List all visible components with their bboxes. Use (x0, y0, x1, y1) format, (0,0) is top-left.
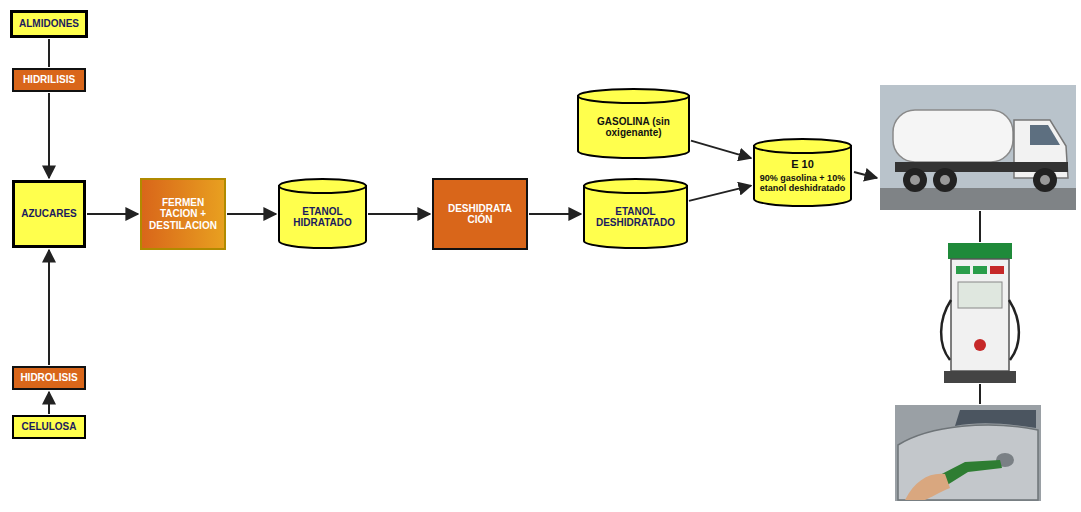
process-box: FERMEN TACION + DESTILACION (140, 178, 226, 250)
flow-line (854, 172, 877, 178)
hand (905, 474, 950, 500)
node-label: ETANOL HIDRATADO (282, 206, 363, 229)
flow-arrow (691, 141, 751, 158)
node-content: GASOLINA (sin oxigenante) (581, 116, 686, 139)
node-label: DESHIDRATA CIÓN (436, 203, 524, 226)
node-content: FERMEN TACION + DESTILACION (144, 197, 222, 232)
storage-tank: GASOLINA (sin oxigenante) (577, 88, 690, 160)
flow-arrow (689, 186, 751, 201)
node-label: FERMEN TACION + DESTILACION (144, 197, 222, 232)
flow-arrow (529, 213, 581, 215)
tank-top (584, 179, 687, 193)
node-content: E 10 90% gasolina + 10% etanol deshidrata… (757, 158, 848, 193)
flow-arrow (368, 213, 430, 215)
pump-display (956, 266, 970, 274)
process-box: HIDRILISIS (12, 68, 86, 92)
wheel-hub (1040, 175, 1050, 185)
pump-base (944, 371, 1016, 383)
node-content: HIDRILISIS (16, 74, 82, 86)
process-box: DESHIDRATA CIÓN (432, 178, 528, 250)
material-box: ALMIDONES (10, 10, 88, 38)
tank (893, 110, 1013, 162)
flow-arrow (48, 250, 50, 365)
flow-arrow (48, 39, 50, 67)
node-label: ETANOL DESHIDRATADO (587, 206, 684, 229)
tank-top (754, 139, 851, 153)
pump-panel (958, 282, 1002, 308)
storage-tank: ETANOL HIDRATADO (278, 178, 367, 250)
wheel-hub (940, 175, 950, 185)
wheel (903, 168, 927, 192)
car-window (955, 410, 1036, 428)
fuel-pump (941, 243, 1019, 383)
node-label: HIDROLISIS (16, 372, 82, 384)
material-box: CELULOSA (12, 415, 86, 439)
node-label: GASOLINA (sin oxigenante) (581, 116, 686, 139)
node-content: ETANOL HIDRATADO (282, 206, 363, 229)
material-box: AZUCARES (12, 180, 86, 248)
node-content: HIDROLISIS (16, 372, 82, 384)
node-label: E 10 (757, 158, 848, 171)
tank-body (279, 186, 366, 248)
storage-tank: E 10 90% gasolina + 10% etanol deshidrata… (753, 138, 852, 208)
tank-body (578, 96, 689, 158)
car-body (898, 425, 1038, 500)
pump-logo (974, 339, 986, 351)
node-content: CELULOSA (16, 421, 82, 433)
node-content: ETANOL DESHIDRATADO (587, 206, 684, 229)
node-label: AZUCARES (17, 208, 81, 220)
flow-arrow (48, 93, 50, 178)
truck-window (1030, 125, 1060, 145)
node-body: 90% gasolina + 10% etanol deshidratado (757, 173, 848, 194)
flow-arrow (87, 213, 138, 215)
tanker-truck (880, 85, 1076, 210)
process-box: HIDROLISIS (12, 366, 86, 390)
pump-hose (941, 300, 951, 360)
wheel (1033, 168, 1057, 192)
tank-top (578, 89, 689, 103)
node-content: ALMIDONES (15, 18, 83, 30)
wheel (933, 168, 957, 192)
car-refuel (895, 405, 1041, 501)
pump-display (990, 266, 1004, 274)
storage-tank: ETANOL DESHIDRATADO (583, 178, 688, 250)
node-label: HIDRILISIS (16, 74, 82, 86)
car-photo-ground (895, 405, 1041, 501)
node-content: DESHIDRATA CIÓN (436, 203, 524, 226)
pump-canopy (948, 243, 1012, 259)
node-label: ALMIDONES (15, 18, 83, 30)
flow-line (979, 384, 981, 404)
wheel-hub (910, 175, 920, 185)
flow-arrow (227, 213, 276, 215)
node-label: CELULOSA (16, 421, 82, 433)
node-content: AZUCARES (17, 208, 81, 220)
tank-top (279, 179, 366, 193)
truck-photo-ground (880, 85, 1076, 210)
tank-body (754, 146, 851, 206)
pump-body (951, 259, 1009, 371)
pump-display (973, 266, 987, 274)
flow-arrow (48, 392, 50, 414)
pump-hose (1009, 300, 1019, 360)
flow-line (979, 211, 981, 242)
tank-body (584, 186, 687, 248)
